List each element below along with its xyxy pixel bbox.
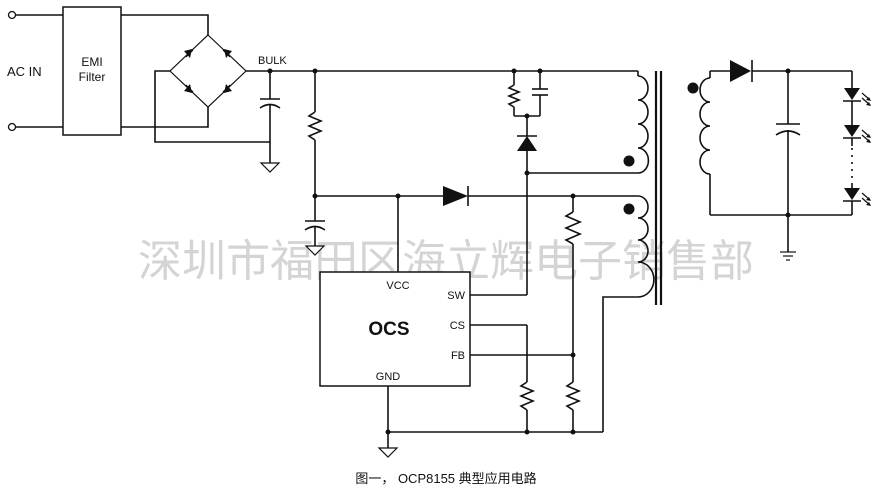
bridge-diode-1 <box>184 49 194 58</box>
ground-icon-secondary <box>780 251 796 261</box>
figure-caption: 图一， OCP8155 典型应用电路 <box>355 471 536 486</box>
led-string <box>843 71 871 215</box>
pin-gnd-label: GND <box>376 371 401 383</box>
bridge-diode-2 <box>222 49 232 58</box>
ground-icon-bulk <box>259 162 281 173</box>
ground-icon-vcc <box>304 245 326 256</box>
pin-fb-label: FB <box>451 350 465 362</box>
led-1 <box>843 88 871 106</box>
bridge-rectifier <box>121 14 270 143</box>
startup-resistor <box>306 71 324 196</box>
current-sense-resistor <box>470 324 536 432</box>
bulk-label: BULK <box>258 55 287 67</box>
ground-icon-ic <box>377 447 399 458</box>
snubber-network <box>506 71 548 295</box>
aux-polarity-dot <box>623 203 635 215</box>
output-diode <box>730 60 753 82</box>
controller-ic: OCS VCC SW CS FB GND <box>319 271 471 387</box>
pin-cs-label: CS <box>450 320 465 332</box>
pin-sw-label: SW <box>447 290 465 302</box>
emi-filter: EMI Filter <box>62 6 122 136</box>
led-3 <box>843 188 871 206</box>
ac-terminal-top <box>7 10 17 20</box>
emi-label: EMI <box>81 55 102 69</box>
secondary-polarity-dot <box>687 82 699 94</box>
ic-name: OCS <box>368 319 409 340</box>
ac-in-label: AC IN <box>7 64 42 79</box>
ac-terminal-bottom <box>7 122 17 132</box>
aux-diode <box>443 186 600 206</box>
bridge-diode-4 <box>222 84 232 93</box>
bridge-diode-3 <box>184 84 194 93</box>
ic-body <box>319 271 471 387</box>
bulk-capacitor: BULK <box>258 55 287 173</box>
emi-filter-box <box>62 6 122 136</box>
led-2 <box>843 125 871 143</box>
feedback-divider <box>470 196 583 432</box>
primary-polarity-dot <box>623 155 635 167</box>
filter-label: Filter <box>79 70 106 84</box>
pin-vcc-label: VCC <box>386 280 409 292</box>
transformer <box>600 71 711 432</box>
ac-input: AC IN <box>7 10 63 132</box>
output-capacitor <box>775 71 801 261</box>
vcc-capacitor <box>304 196 326 256</box>
